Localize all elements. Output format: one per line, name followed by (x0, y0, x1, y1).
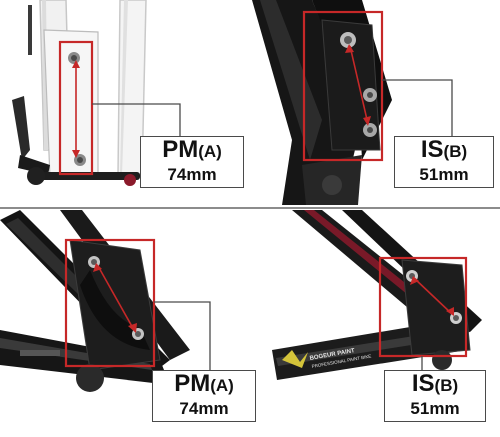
mount-spacing-label: 51mm (419, 165, 469, 184)
mount-spacing-label: 51mm (410, 399, 460, 418)
mount-spacing-label: 74mm (167, 165, 217, 184)
mount-type-label: IS(B) (420, 136, 468, 163)
fork-post-mount-photo (0, 0, 250, 205)
frame-is-mount-photo: BOGEUR PAINT PROFESSIONAL PAINT BIKE (252, 210, 500, 437)
frame-illustration-right: BOGEUR PAINT PROFESSIONAL PAINT BIKE (252, 210, 500, 437)
callout-post-mount-frame: PM(A) 74mm (152, 370, 256, 422)
callout-is-mount-fork: IS(B) 51mm (394, 136, 494, 188)
callout-post-mount-fork: PM(A) 74mm (140, 136, 244, 188)
mount-type-label: PM(A) (174, 370, 234, 397)
fork-illustration (0, 0, 250, 205)
callout-is-mount-frame: IS(B) 51mm (384, 370, 486, 422)
section-divider (0, 207, 500, 209)
mount-type-label: PM(A) (162, 136, 222, 163)
mount-spacing-label: 74mm (179, 399, 229, 418)
mount-type-label: IS(B) (411, 370, 459, 397)
decal-logo-icon (282, 350, 308, 368)
